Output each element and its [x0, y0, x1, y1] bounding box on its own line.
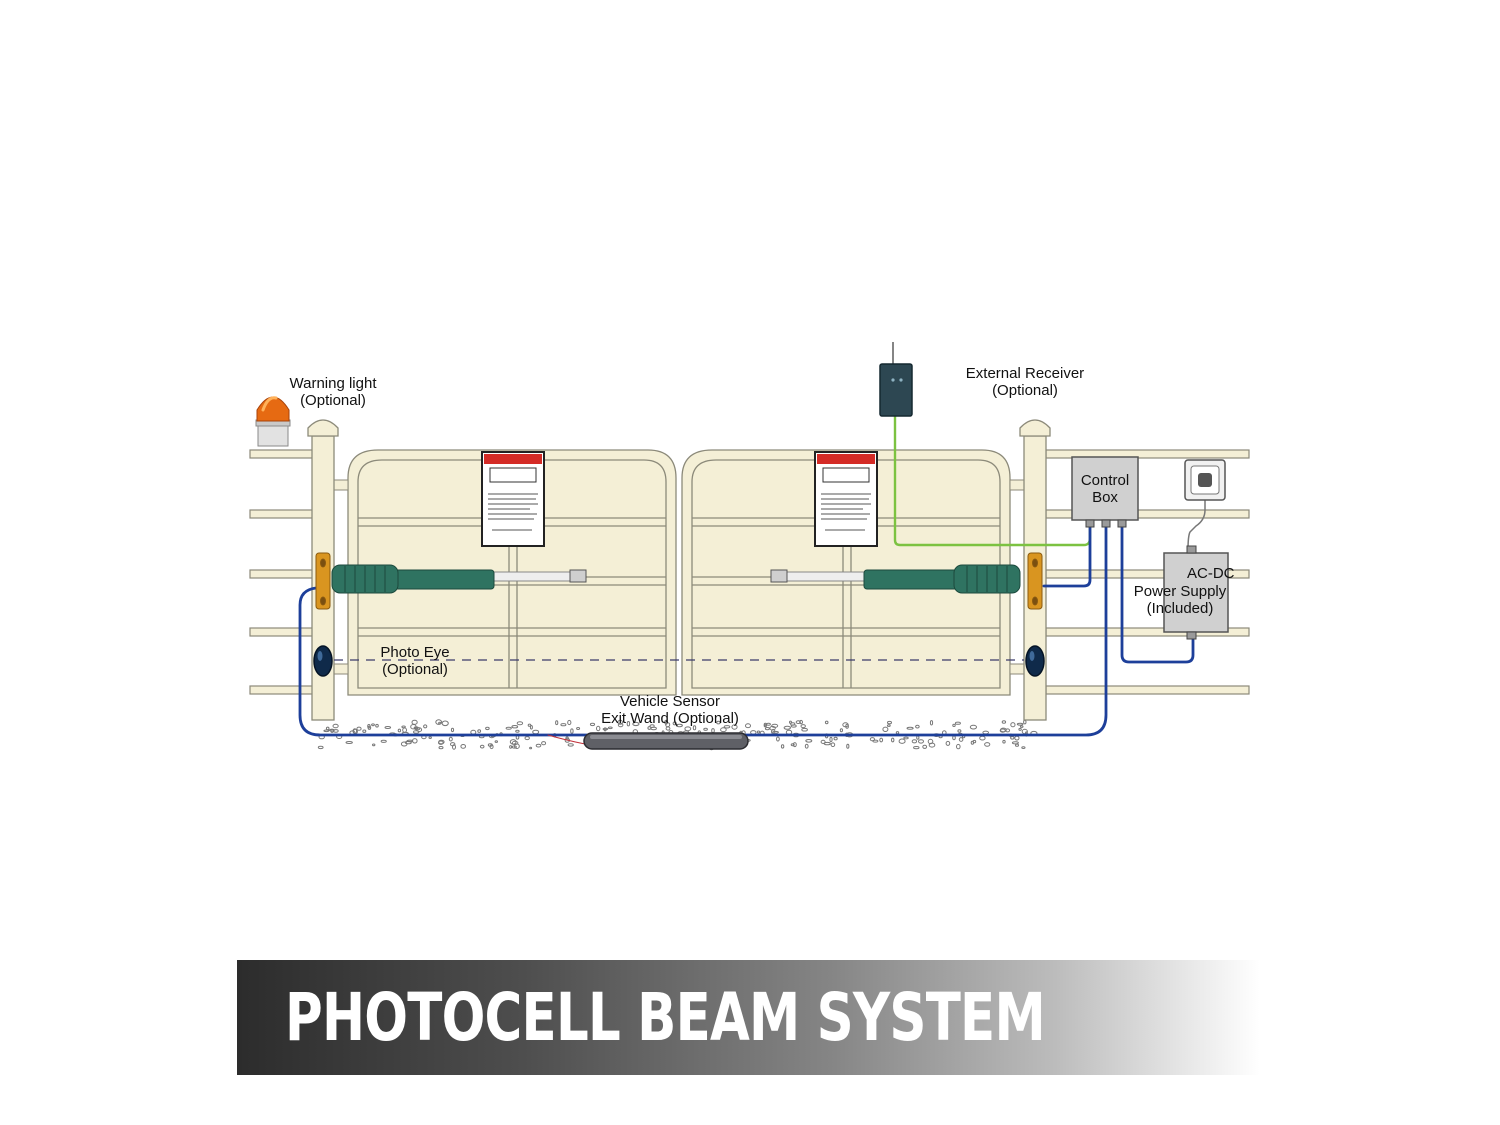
receiver-icon [879, 342, 913, 417]
warning-sign-right [814, 451, 878, 547]
vehicle-sensor-note: Exit Wand (Optional) [601, 710, 739, 727]
vehicle-sensor-label: Vehicle Sensor Exit Wand (Optional) [585, 693, 755, 727]
banner-title: PHOTOCELL BEAM SYSTEM [285, 979, 1046, 1056]
warning-light-note: (Optional) [300, 392, 366, 409]
control-box-line2: Box [1092, 489, 1118, 506]
warning-light-label: Warning light (Optional) [270, 375, 396, 409]
control-box-line1: Control [1080, 472, 1130, 489]
actuator-brackets [315, 552, 1043, 610]
title-banner: PHOTOCELL BEAM SYSTEM [237, 960, 1260, 1075]
external-receiver-title: External Receiver [965, 365, 1085, 382]
photo-eye-title: Photo Eye [380, 644, 450, 661]
power-supply-title: Power Supply [1133, 583, 1227, 600]
external-receiver-label: External Receiver (Optional) [950, 365, 1100, 399]
photo-eye-icon [313, 645, 1045, 677]
warning-sign-left [481, 451, 545, 547]
control-box-label: Control Box [1072, 472, 1138, 506]
vehicle-sensor-title: Vehicle Sensor [619, 693, 721, 710]
control-box [1071, 456, 1139, 528]
power-supply-label: Power Supply (Included) [1128, 583, 1232, 617]
exit-wand [583, 732, 749, 750]
vehicle-sensor-wire [298, 518, 1108, 737]
right-actuator [770, 564, 1021, 594]
power-supply-box [1163, 545, 1229, 640]
wiring [298, 414, 1206, 745]
external-receiver-note: (Optional) [992, 382, 1058, 399]
warning-light-icon [255, 396, 291, 447]
photo-eye-label: Photo Eye (Optional) [362, 644, 468, 678]
power-supply-wire [1120, 518, 1195, 664]
left-actuator [331, 564, 587, 594]
power-supply-type-label: AC-DC [1187, 565, 1235, 582]
outlet-cable [1187, 489, 1206, 551]
power-outlet-icon [1184, 459, 1226, 501]
right-actuator-wire [1042, 518, 1092, 588]
power-supply-note: (Included) [1146, 600, 1214, 617]
warning-light-title: Warning light [289, 375, 377, 392]
photo-eye-note: (Optional) [382, 661, 448, 678]
exit-wand-wire [547, 734, 586, 745]
